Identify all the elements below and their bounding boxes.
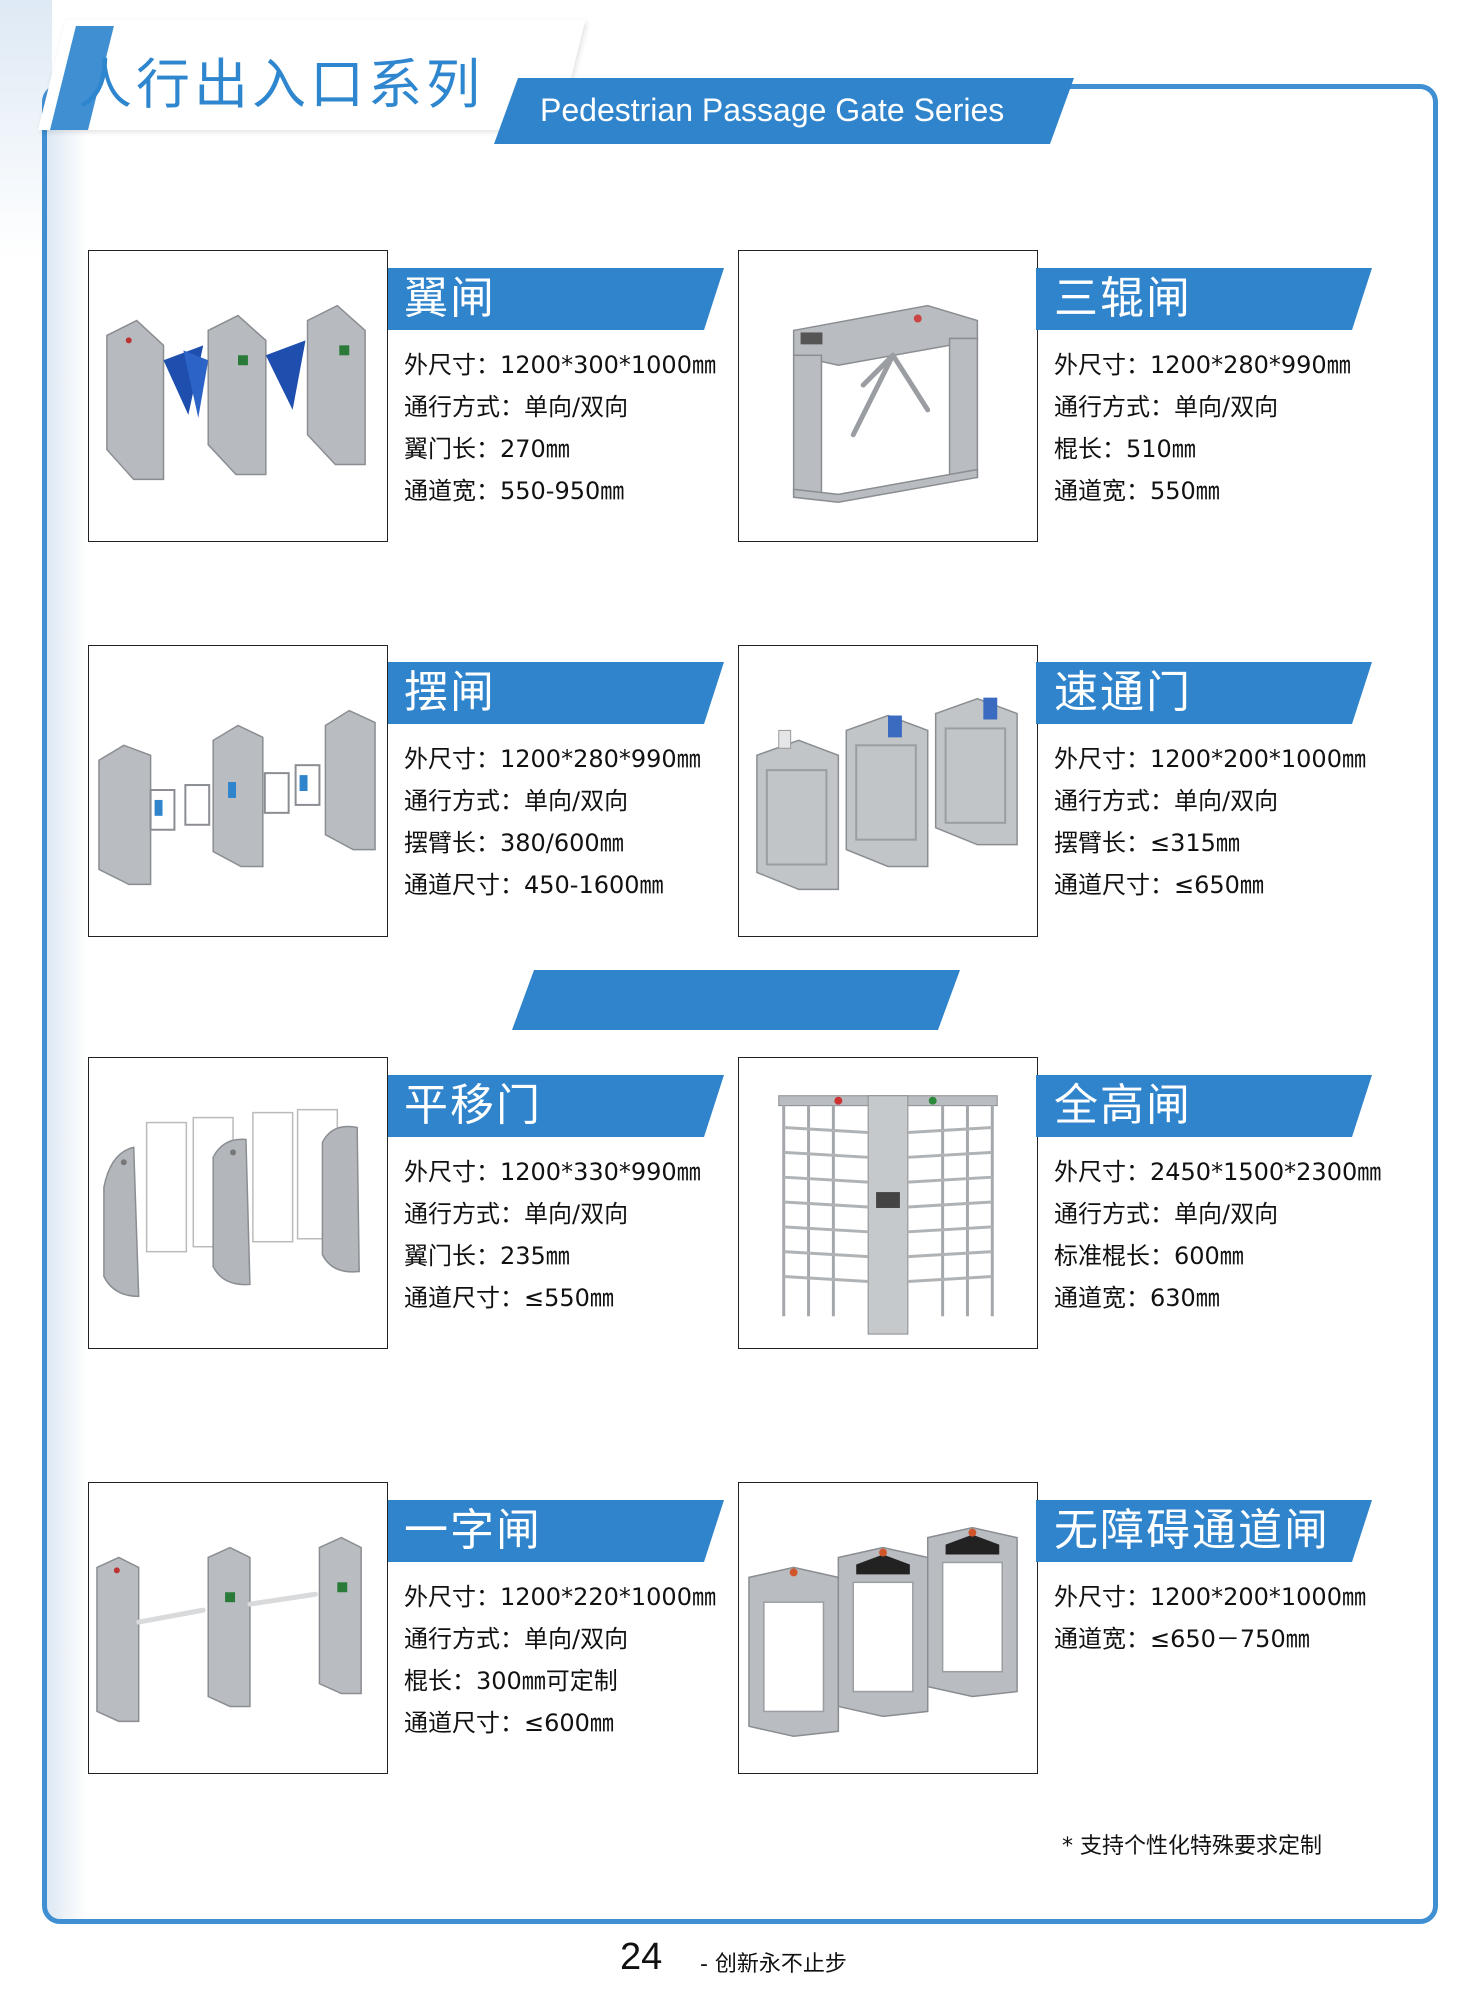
product-specs: 外尺寸：1200*220*1000㎜ 通行方式：单向/双向 棍长：300㎜可定制… [404, 1576, 716, 1744]
spec-line: 外尺寸：1200*280*990㎜ [1054, 351, 1351, 379]
product-banner [388, 1075, 724, 1137]
product-banner [1036, 268, 1372, 330]
product-name: 三辊闸 [1054, 273, 1192, 324]
product-specs: 外尺寸：1200*330*990㎜ 通行方式：单向/双向 翼门长：235㎜ 通道… [404, 1151, 701, 1319]
page-number: 24 [620, 1936, 663, 1978]
spec-line: 通道尺寸：≤550㎜ [404, 1284, 614, 1312]
section-divider-bar [512, 970, 960, 1030]
product-image-card [738, 1482, 1038, 1774]
spec-line: 摆臂长：≤315㎜ [1054, 829, 1240, 857]
spec-line: 外尺寸：1200*330*990㎜ [404, 1158, 701, 1186]
sliding-gate-icon [103, 1108, 360, 1298]
product-name: 无障碍通道闸 [1054, 1505, 1330, 1556]
spec-line: 通行方式：单向/双向 [404, 1200, 629, 1228]
product-image-card [88, 645, 388, 937]
product-image-card [738, 645, 1038, 937]
spec-line: 通道宽：550-950㎜ [404, 477, 625, 505]
spec-line: 通道宽：550㎜ [1054, 477, 1220, 505]
page-subtitle: Pedestrian Passage Gate Series [540, 92, 1005, 128]
product-banner [388, 1500, 724, 1562]
product-name: 翼闸 [404, 273, 496, 324]
spec-line: 通道尺寸：≤600㎜ [404, 1709, 614, 1737]
spec-line: 外尺寸：1200*200*1000㎜ [1054, 1583, 1366, 1611]
product-specs: 外尺寸：1200*200*1000㎜ 通道宽：≤650－750㎜ [1054, 1576, 1366, 1660]
spec-line: 通行方式：单向/双向 [1054, 1200, 1279, 1228]
product-specs: 外尺寸：1200*280*990㎜ 通行方式：单向/双向 摆臂长：380/600… [404, 738, 701, 906]
spec-line: 外尺寸：1200*200*1000㎜ [1054, 745, 1366, 773]
spec-line: 摆臂长：380/600㎜ [404, 829, 624, 857]
accessible-gate-icon [748, 1526, 1018, 1738]
product-name: 一字闸 [404, 1505, 542, 1556]
tripod-turnstile-icon [792, 304, 979, 504]
spec-line: 外尺寸：2450*1500*2300㎜ [1054, 1158, 1382, 1186]
footer-slogan: - 创新永不止步 [700, 1952, 847, 1977]
spec-line: 外尺寸：1200*300*1000㎜ [404, 351, 716, 379]
product-image-card [738, 250, 1038, 542]
product-specs: 外尺寸：1200*200*1000㎜ 通行方式：单向/双向 摆臂长：≤315㎜ … [1054, 738, 1366, 906]
spec-line: 通道宽：630㎜ [1054, 1284, 1220, 1312]
spec-line: 通行方式：单向/双向 [1054, 787, 1279, 815]
product-name: 平移门 [404, 1080, 542, 1131]
product-image-card [88, 250, 388, 542]
product-banner [1036, 1500, 1372, 1562]
spec-line: 通道尺寸：450-1600㎜ [404, 871, 664, 899]
product-name: 全高闸 [1054, 1080, 1192, 1131]
spec-line: 外尺寸：1200*280*990㎜ [404, 745, 701, 773]
drop-arm-turnstile-icon [96, 1536, 362, 1723]
product-banner [388, 268, 724, 330]
customization-note: * 支持个性化特殊要求定制 [1062, 1834, 1322, 1859]
product-name: 摆闸 [404, 667, 496, 718]
product-banner [1036, 662, 1372, 724]
product-image-card [88, 1057, 388, 1349]
spec-line: 通行方式：单向/双向 [404, 1625, 629, 1653]
spec-line: 棍长：510㎜ [1054, 435, 1196, 463]
product-image-card [88, 1482, 388, 1774]
spec-line: 通行方式：单向/双向 [1054, 393, 1279, 421]
spec-line: 翼门长：235㎜ [404, 1242, 570, 1270]
product-specs: 外尺寸：2450*1500*2300㎜ 通行方式：单向/双向 标准棍长：600㎜… [1054, 1151, 1381, 1319]
page-title: 人行出入口系列 [78, 53, 484, 116]
spec-line: 棍长：300㎜可定制 [404, 1667, 618, 1695]
product-banner [1036, 1075, 1372, 1137]
flap-barrier-gate-icon [106, 304, 366, 481]
spec-line: 通道宽：≤650－750㎜ [1054, 1625, 1310, 1653]
product-specs: 外尺寸：1200*300*1000㎜ 通行方式：单向/双向 翼门长：270㎜ 通… [404, 344, 716, 512]
spec-line: 翼门长：270㎜ [404, 435, 570, 463]
product-name: 速通门 [1054, 667, 1192, 718]
full-height-turnstile-icon [778, 1095, 998, 1335]
spec-line: 外尺寸：1200*220*1000㎜ [404, 1583, 716, 1611]
subtitle-banner [494, 78, 1074, 144]
spec-line: 标准棍长：600㎜ [1054, 1242, 1244, 1270]
speed-gate-icon [756, 697, 1018, 891]
product-banner [388, 662, 724, 724]
spec-line: 通道尺寸：≤650㎜ [1054, 871, 1264, 899]
spec-line: 通行方式：单向/双向 [404, 787, 629, 815]
spec-line: 通行方式：单向/双向 [404, 393, 629, 421]
swing-barrier-gate-icon [98, 709, 376, 886]
product-image-card [738, 1057, 1038, 1349]
product-specs: 外尺寸：1200*280*990㎜ 通行方式：单向/双向 棍长：510㎜ 通道宽… [1054, 344, 1351, 512]
